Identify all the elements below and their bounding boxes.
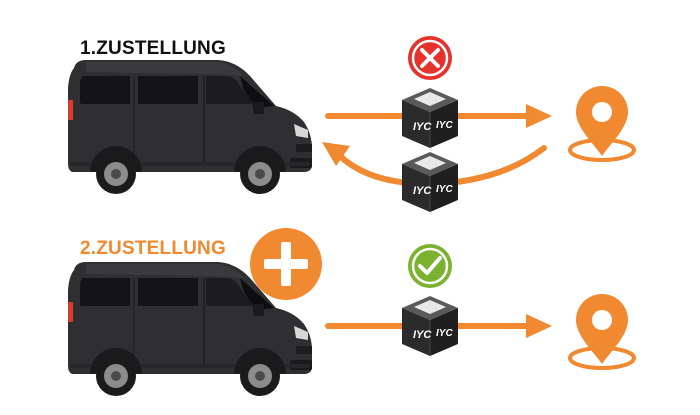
box-brand-right: IYC <box>436 328 453 339</box>
box-brand-left: IYC <box>413 185 432 197</box>
success-check-icon <box>408 244 452 288</box>
step1-van-icon <box>67 59 313 195</box>
step1-title: 1.ZUSTELLUNG <box>80 38 226 59</box>
step1-return-box-icon: IYC IYC <box>401 151 459 213</box>
step1-outbound-box-icon: IYC IYC <box>401 87 459 149</box>
box-brand-left: IYC <box>413 121 432 133</box>
step2-title: 2.ZUSTELLUNG <box>80 238 226 259</box>
error-x-icon <box>408 36 452 80</box>
step2-map-pin-icon <box>568 292 636 370</box>
plus-circle-icon <box>250 228 322 300</box>
box-brand-right: IYC <box>436 120 453 131</box>
box-brand-right: IYC <box>436 184 453 195</box>
step1-map-pin-icon <box>568 84 636 162</box>
step2-box-icon: IYC IYC <box>401 295 459 357</box>
box-brand-left: IYC <box>413 329 432 341</box>
